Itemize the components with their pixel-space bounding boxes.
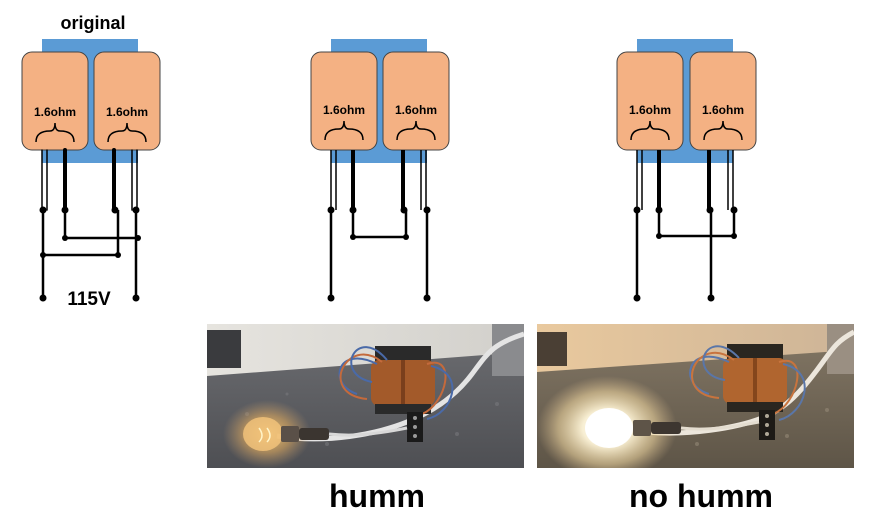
diagram-series-a: 1.6ohm 1.6ohm [310,39,450,302]
diagram-title: original [60,13,125,33]
coil-right-brace [107,122,147,143]
wiring [329,210,429,298]
photo-bright-lamp [537,324,854,468]
wiring [635,210,736,298]
coil-right-label: 1.6ohm [702,103,744,117]
diagram-series-b: 1.6ohm 1.6ohm [616,39,757,302]
coil-left-label: 1.6ohm [629,103,671,117]
terminals [327,206,431,302]
coil-left-brace [630,120,670,141]
coil-left-brace [324,120,364,141]
terminals [39,206,141,302]
coil-leads [636,150,734,210]
supply-voltage-label: 115V [67,289,111,310]
photo-dim-lamp [207,324,524,468]
diagram-original: original 1.6ohm 1.6ohm [21,13,161,310]
coil-left-label: 1.6ohm [34,105,76,119]
coil-right [689,51,757,151]
coil-left [21,51,89,151]
coil-left-label: 1.6ohm [323,103,365,117]
coil-left-brace [35,122,75,143]
coil-right [93,51,161,151]
terminals [633,206,738,302]
coil-right-label: 1.6ohm [395,103,437,117]
coil-right-brace [396,120,436,141]
coil-left [616,51,684,151]
caption-no-humm: no humm [629,478,773,514]
caption-humm: humm [329,478,425,514]
coil-leads [330,150,427,210]
wiring [41,210,138,298]
coil-right-label: 1.6ohm [106,105,148,119]
coil-leads [41,148,138,212]
coil-left [310,51,378,151]
coil-right-brace [703,120,743,141]
coil-right [382,51,450,151]
